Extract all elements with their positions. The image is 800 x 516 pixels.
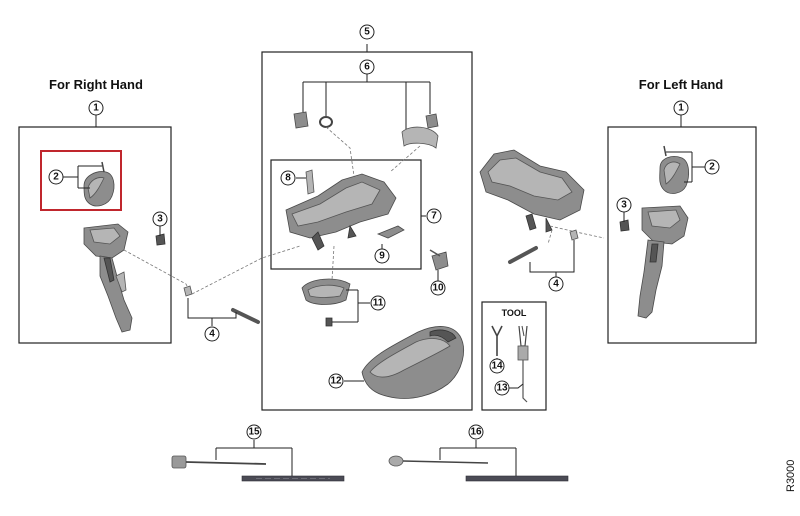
part-10-illustration [429, 249, 449, 271]
right-clip-illustration [155, 233, 166, 246]
svg-text:9: 9 [379, 251, 385, 262]
svg-text:11: 11 [373, 298, 384, 309]
callout-4-left: 4 [548, 276, 564, 292]
svg-text:15: 15 [248, 427, 260, 438]
svg-text:3: 3 [621, 200, 627, 211]
left-body-illustration [479, 149, 585, 233]
right-shift-lever-illustration [83, 223, 133, 333]
left-cable-end-illustration [508, 229, 579, 264]
model-code: R3000 [785, 460, 797, 492]
right-bracket-cover-illustration [83, 161, 115, 207]
svg-text:13: 13 [496, 383, 508, 394]
tool-label: TOOL [502, 308, 527, 318]
svg-text:7: 7 [431, 211, 437, 222]
right-hand-frame [18, 126, 172, 344]
part-13-tool-illustration [517, 325, 529, 403]
callout-2-right: 2 [48, 169, 64, 185]
svg-text:2: 2 [709, 162, 715, 173]
left-bracket-cover-illustration [659, 145, 690, 194]
callout-5: 5 [359, 24, 375, 40]
tool-frame [481, 301, 547, 411]
svg-text:5: 5 [364, 27, 370, 38]
part-6-illustration [293, 111, 439, 149]
inner-frame-7 [270, 159, 422, 270]
callout-11: 11 [370, 295, 386, 311]
svg-text:4: 4 [553, 279, 559, 290]
callout-8: 8 [280, 170, 296, 186]
callout-2-left: 2 [704, 159, 720, 175]
svg-text:6: 6 [364, 62, 370, 73]
callout-13: 13 [494, 380, 510, 396]
heading-left-hand: For Left Hand [639, 77, 724, 92]
part-15-cable-illustration [171, 455, 345, 482]
svg-text:16: 16 [470, 427, 482, 438]
left-hand-frame [607, 126, 757, 344]
callout-12: 12 [328, 373, 344, 389]
callout-10: 10 [430, 280, 446, 296]
callout-6: 6 [359, 59, 375, 75]
callout-14: 14 [489, 358, 505, 374]
svg-text:10: 10 [432, 283, 444, 294]
callout-3-left: 3 [616, 197, 632, 213]
svg-text:14: 14 [491, 361, 503, 372]
part-14-tool-illustration [491, 325, 503, 356]
svg-text:2: 2 [53, 172, 59, 183]
callout-1-left: 1 [673, 100, 689, 116]
callout-15: 15 [246, 424, 262, 440]
callout-16: 16 [468, 424, 484, 440]
callout-7: 7 [426, 208, 442, 224]
callout-4-right: 4 [204, 326, 220, 342]
callout-1-right: 1 [88, 100, 104, 116]
svg-text:1: 1 [678, 103, 684, 114]
svg-text:12: 12 [330, 376, 342, 387]
part-7-body-illustration [285, 173, 397, 251]
part-12-hood-illustration [361, 326, 464, 399]
callout-3-right: 3 [152, 211, 168, 227]
svg-text:1: 1 [93, 103, 99, 114]
part-9-illustration [376, 225, 405, 239]
left-shift-lever-illustration [637, 205, 689, 319]
svg-text:4: 4 [209, 329, 215, 340]
right-cable-end-illustration [183, 285, 260, 324]
svg-text:3: 3 [157, 214, 163, 225]
heading-right-hand: For Right Hand [49, 77, 143, 92]
part-11-illustration [301, 278, 351, 327]
part-16-cable-illustration [388, 455, 569, 482]
svg-text:8: 8 [285, 173, 291, 184]
highlight-box [40, 150, 122, 211]
callout-9: 9 [374, 248, 390, 264]
part-8-illustration [305, 169, 315, 195]
left-clip-illustration [619, 219, 630, 232]
